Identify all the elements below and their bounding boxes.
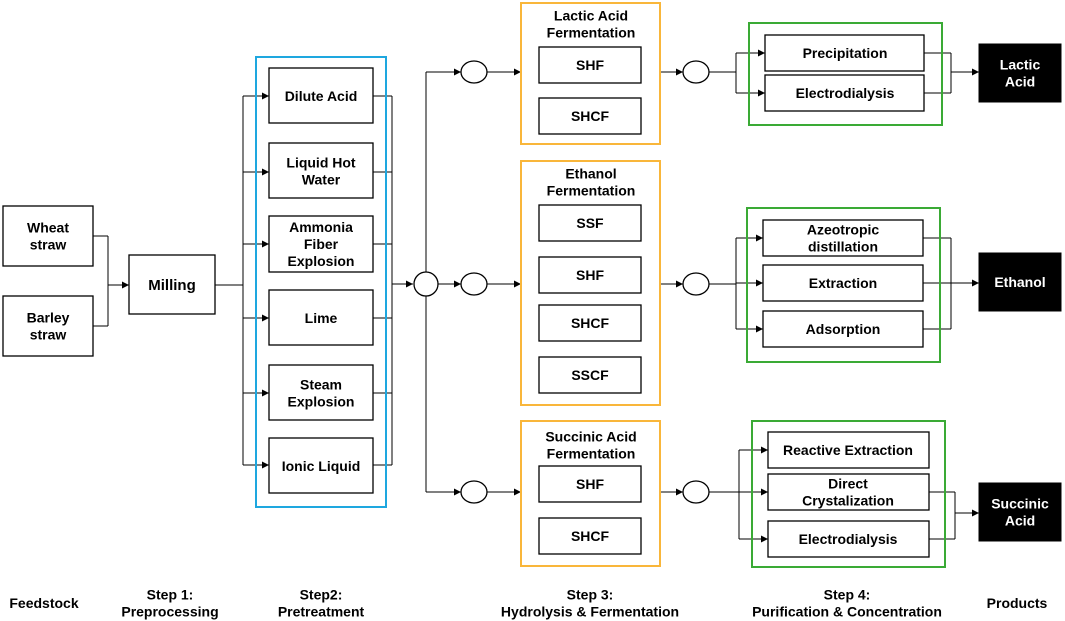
svg-text:Milling: Milling <box>148 277 196 294</box>
junction-node <box>460 272 488 296</box>
svg-text:SHCF: SHCF <box>571 528 610 544</box>
junction-node <box>460 60 488 84</box>
connectors <box>93 49 979 543</box>
junction-node <box>682 272 710 296</box>
svg-text:SSCF: SSCF <box>571 367 609 383</box>
ethanol-purification-adsorption: Adsorption <box>762 310 924 348</box>
ethanol-method-shf: SHF <box>538 256 642 294</box>
svg-text:SSF: SSF <box>576 215 604 231</box>
ethanol-fermentation-frame <box>520 160 661 406</box>
ethanol-purification-extraction: Extraction <box>762 264 924 302</box>
junction-node <box>413 271 439 297</box>
pretreatment-dilute-acid: Dilute Acid <box>268 67 374 124</box>
junction-node <box>682 60 710 84</box>
svg-text:SHF: SHF <box>576 267 604 283</box>
lactic-purification-frame <box>748 22 943 126</box>
step-label-hydrolysis-fermentation: Step 3:Hydrolysis & Fermentation <box>501 587 679 620</box>
ethanol-purification-frame <box>746 207 941 363</box>
svg-text:Extraction: Extraction <box>809 275 877 291</box>
svg-text:SHCF: SHCF <box>571 315 610 331</box>
step-label-products: Products <box>987 595 1048 611</box>
svg-text:Reactive Extraction: Reactive Extraction <box>783 442 913 458</box>
succinic-method-shcf: SHCF <box>538 517 642 555</box>
svg-text:Dilute Acid: Dilute Acid <box>285 88 358 104</box>
succinic-purification-electrodialysis: Electrodialysis <box>767 520 930 558</box>
svg-text:SHF: SHF <box>576 476 604 492</box>
svg-text:Ethanol: Ethanol <box>994 274 1045 290</box>
step-label-preprocessing: Step 1:Preprocessing <box>121 587 218 620</box>
ethanol-method-shcf: SHCF <box>538 304 642 342</box>
pretreatment-ionic-liquid: Ionic Liquid <box>268 437 374 494</box>
ethanol-method-sscf: SSCF <box>538 356 642 394</box>
lactic-fermentation-frame <box>520 2 661 145</box>
svg-text:SHF: SHF <box>576 57 604 73</box>
ethanol-method-ssf: SSF <box>538 204 642 242</box>
succinic-method-shf: SHF <box>538 465 642 503</box>
lactic-purification-precipitation: Precipitation <box>764 34 925 72</box>
svg-text:SHCF: SHCF <box>571 108 610 124</box>
svg-text:Adsorption: Adsorption <box>806 321 881 337</box>
junction-node <box>460 480 488 504</box>
product-ethanol: Ethanol <box>978 252 1062 312</box>
pretreatment-group-frame <box>255 56 387 508</box>
succinic-purification-reactive-extraction: Reactive Extraction <box>767 431 930 469</box>
svg-text:Precipitation: Precipitation <box>803 45 888 61</box>
svg-text:Lime: Lime <box>305 310 338 326</box>
milling-box: Milling <box>128 254 216 315</box>
lactic-method-shcf: SHCF <box>538 97 642 135</box>
step-label-feedstock: Feedstock <box>9 595 78 611</box>
lactic-method-shf: SHF <box>538 46 642 84</box>
step-label-pretreatment: Step2:Pretreatment <box>278 587 365 620</box>
lactic-purification-electrodialysis: Electrodialysis <box>764 74 925 112</box>
pretreatment-lime: Lime <box>268 289 374 346</box>
svg-text:Ionic Liquid: Ionic Liquid <box>282 458 361 474</box>
step-label-purification-concentration: Step 4:Purification & Concentration <box>752 587 942 620</box>
junction-node <box>682 480 710 504</box>
svg-text:Electrodialysis: Electrodialysis <box>796 85 895 101</box>
svg-text:Electrodialysis: Electrodialysis <box>799 531 898 547</box>
succinic-fermentation-frame <box>520 420 661 567</box>
succinic-purification-frame <box>751 420 946 568</box>
